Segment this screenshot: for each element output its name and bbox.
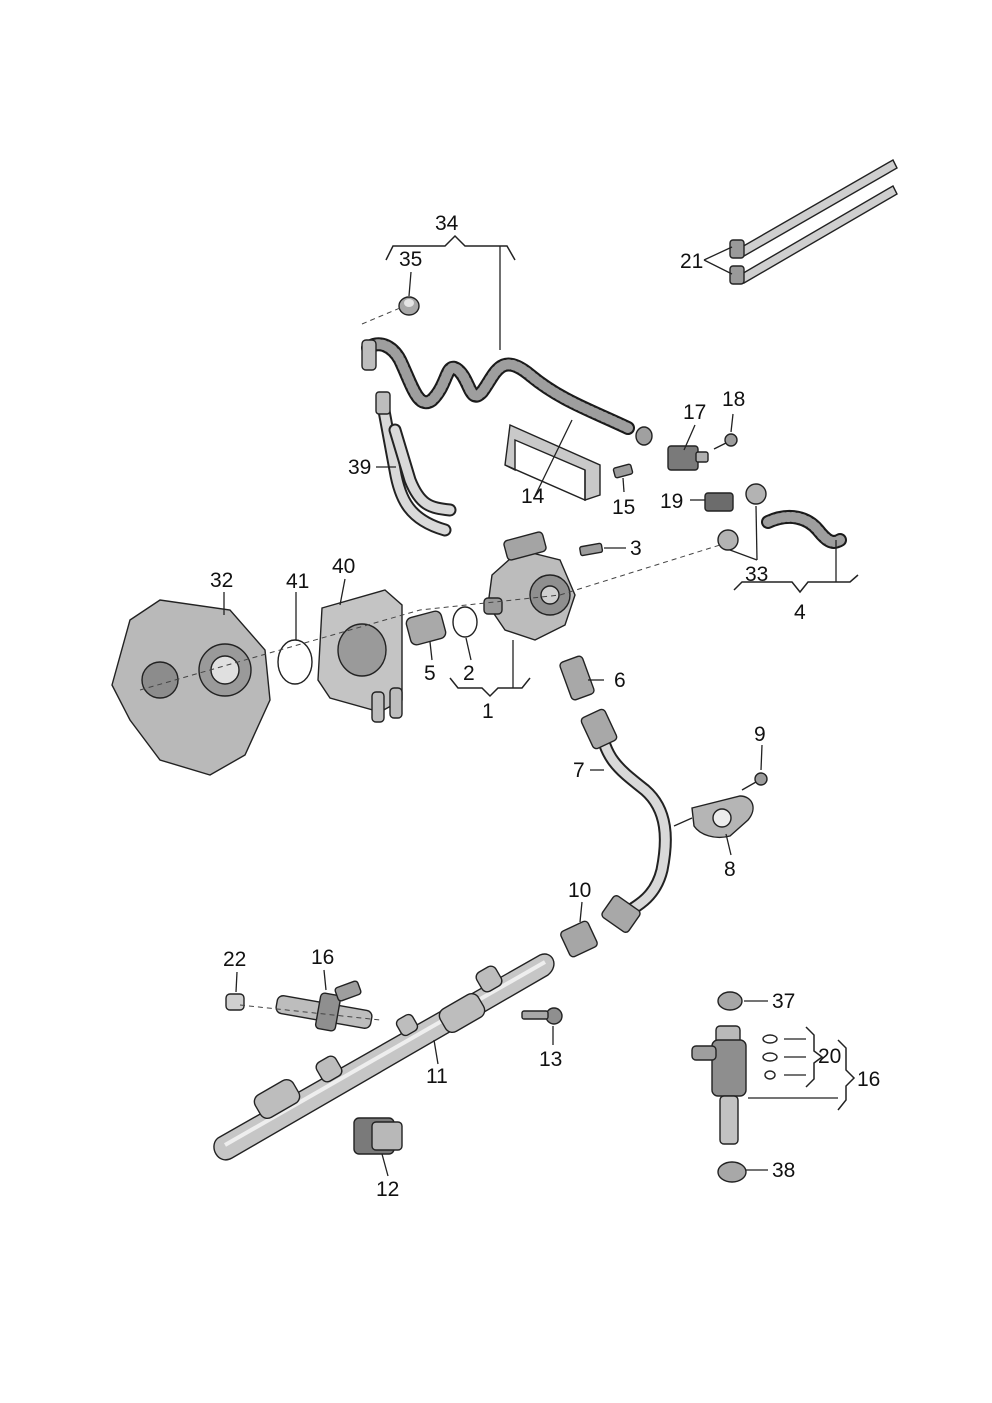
callout-2: 2 [463,662,475,685]
callout-5: 5 [424,662,436,685]
callout-33: 33 [745,563,768,586]
callout-17: 17 [683,401,706,424]
valve-part-17 [635,426,709,471]
injector-detail-part-16 [691,1025,747,1145]
pump-housing-part-32 [111,599,271,776]
high-pressure-line-part-7 [580,708,672,933]
callout-1: 1 [482,700,494,723]
group-braces [385,234,859,1111]
vent-pipe-part-39 [375,391,457,537]
callout-8: 8 [724,858,736,881]
bolt-part-15 [612,463,634,479]
assembly-axes [139,307,721,1021]
bolt-part-18 [713,433,738,450]
callout-3: 3 [630,537,642,560]
bolt-part-3 [579,542,604,557]
callout-38: 38 [772,1159,795,1182]
union-fitting-part-6 [559,655,595,701]
callout-16-left: 16 [311,946,334,969]
seal-part-22 [225,993,245,1011]
callout-20: 20 [818,1045,841,1068]
fuel-rail-part-11 [213,953,555,1161]
callout-labels: 34 35 21 39 17 18 14 15 19 3 33 4 32 41 … [210,212,880,1201]
clip-part-38 [717,1161,747,1183]
callout-39: 39 [348,456,371,479]
callout-7: 7 [573,759,585,782]
callout-6: 6 [614,669,626,692]
callout-40: 40 [332,555,355,578]
callout-16-right: 16 [857,1068,880,1091]
connector-part-10 [560,920,598,958]
callout-12: 12 [376,1178,399,1201]
leader-lines [223,246,838,1177]
callout-34: 34 [435,212,459,235]
clamp-part-33 [717,483,767,551]
callout-19: 19 [660,490,683,513]
callout-21: 21 [680,250,703,273]
clip-part-37 [717,991,743,1011]
callout-9: 9 [754,723,766,746]
cable-tie-part-21 [729,159,898,285]
callout-18: 18 [722,388,745,411]
bracket-part-14 [504,423,601,502]
callout-32: 32 [210,569,233,592]
intermediate-flange-part-40 [317,589,403,723]
callout-10: 10 [568,879,591,902]
callout-35: 35 [399,248,422,271]
callout-15: 15 [612,496,635,519]
roller-tappet-part-5 [405,610,447,646]
callout-41: 41 [286,570,309,593]
pressure-sensor-part-12 [353,1117,403,1155]
bolt-part-13 [521,1007,563,1025]
callout-11: 11 [426,1065,448,1088]
injector-part-16 [275,980,373,1032]
callout-4: 4 [794,601,806,624]
fuel-hose-part-34 [361,337,635,435]
callout-14: 14 [521,485,545,508]
callout-13: 13 [539,1048,562,1071]
callout-22: 22 [223,948,246,971]
sensor-part-19 [704,492,734,512]
bolt-part-9 [741,772,768,791]
o-ring-part-2 [452,606,478,638]
hose-part-4 [761,509,847,549]
high-pressure-pump-part-1 [483,531,576,641]
callout-37: 37 [772,990,795,1013]
clip-part-8 [691,795,754,839]
o-ring-part-41 [277,639,313,685]
hose-clamp-part-35 [398,296,420,316]
seal-kit-part-20 [762,1034,778,1080]
